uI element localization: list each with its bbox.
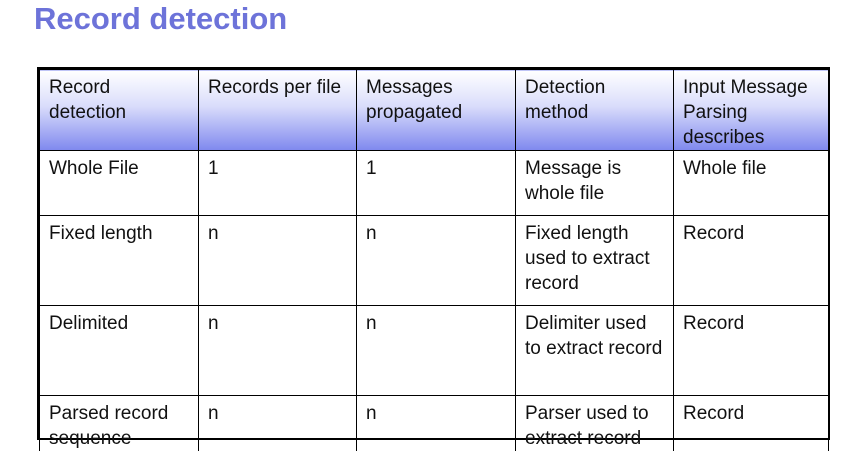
table-cell: 1 (356, 150, 516, 216)
page-title: Record detection (34, 1, 288, 36)
table-cell: Delimiter used to extract record (515, 305, 674, 396)
table-cell: n (198, 305, 357, 396)
table-cell: Fixed length (39, 215, 199, 306)
table-cell: Message is whole file (515, 150, 674, 216)
table-row: Delimited n n Delimiter used to extract … (39, 305, 829, 396)
record-detection-table: Record detection Records per file Messag… (37, 67, 830, 451)
table-cell: Whole File (39, 150, 199, 216)
table-cell: n (356, 215, 516, 306)
table-cell: Record (673, 395, 829, 451)
table-cell: n (356, 305, 516, 396)
table-cell: Delimited (39, 305, 199, 396)
header-records-per-file: Records per file (198, 69, 357, 151)
header-detection-method: Detection method (515, 69, 674, 151)
table-row: Whole File 1 1 Message is whole file Who… (39, 150, 829, 216)
table-cell: 1 (198, 150, 357, 216)
header-messages-propagated: Messages propagated (356, 69, 516, 151)
table-row: Parsed record sequence n n Parser used t… (39, 395, 829, 451)
table-cell: Whole file (673, 150, 829, 216)
header-parsing-describes: Input Message Parsing describes (673, 69, 829, 151)
table-cell: n (198, 395, 357, 451)
table-cell: Parser used to extract record (515, 395, 674, 451)
table-cell: Record (673, 215, 829, 306)
table-header: Record detection Records per file Messag… (39, 69, 829, 151)
table-cell: Record (673, 305, 829, 396)
data-table: Record detection Records per file Messag… (39, 69, 829, 451)
table-cell: Parsed record sequence (39, 395, 199, 451)
table-cell: n (356, 395, 516, 451)
header-row: Record detection Records per file Messag… (39, 69, 829, 151)
table-body: Whole File 1 1 Message is whole file Who… (39, 150, 829, 451)
header-record-detection: Record detection (39, 69, 199, 151)
table-row: Fixed length n n Fixed length used to ex… (39, 215, 829, 306)
table-cell: Fixed length used to extract record (515, 215, 674, 306)
table-cell: n (198, 215, 357, 306)
